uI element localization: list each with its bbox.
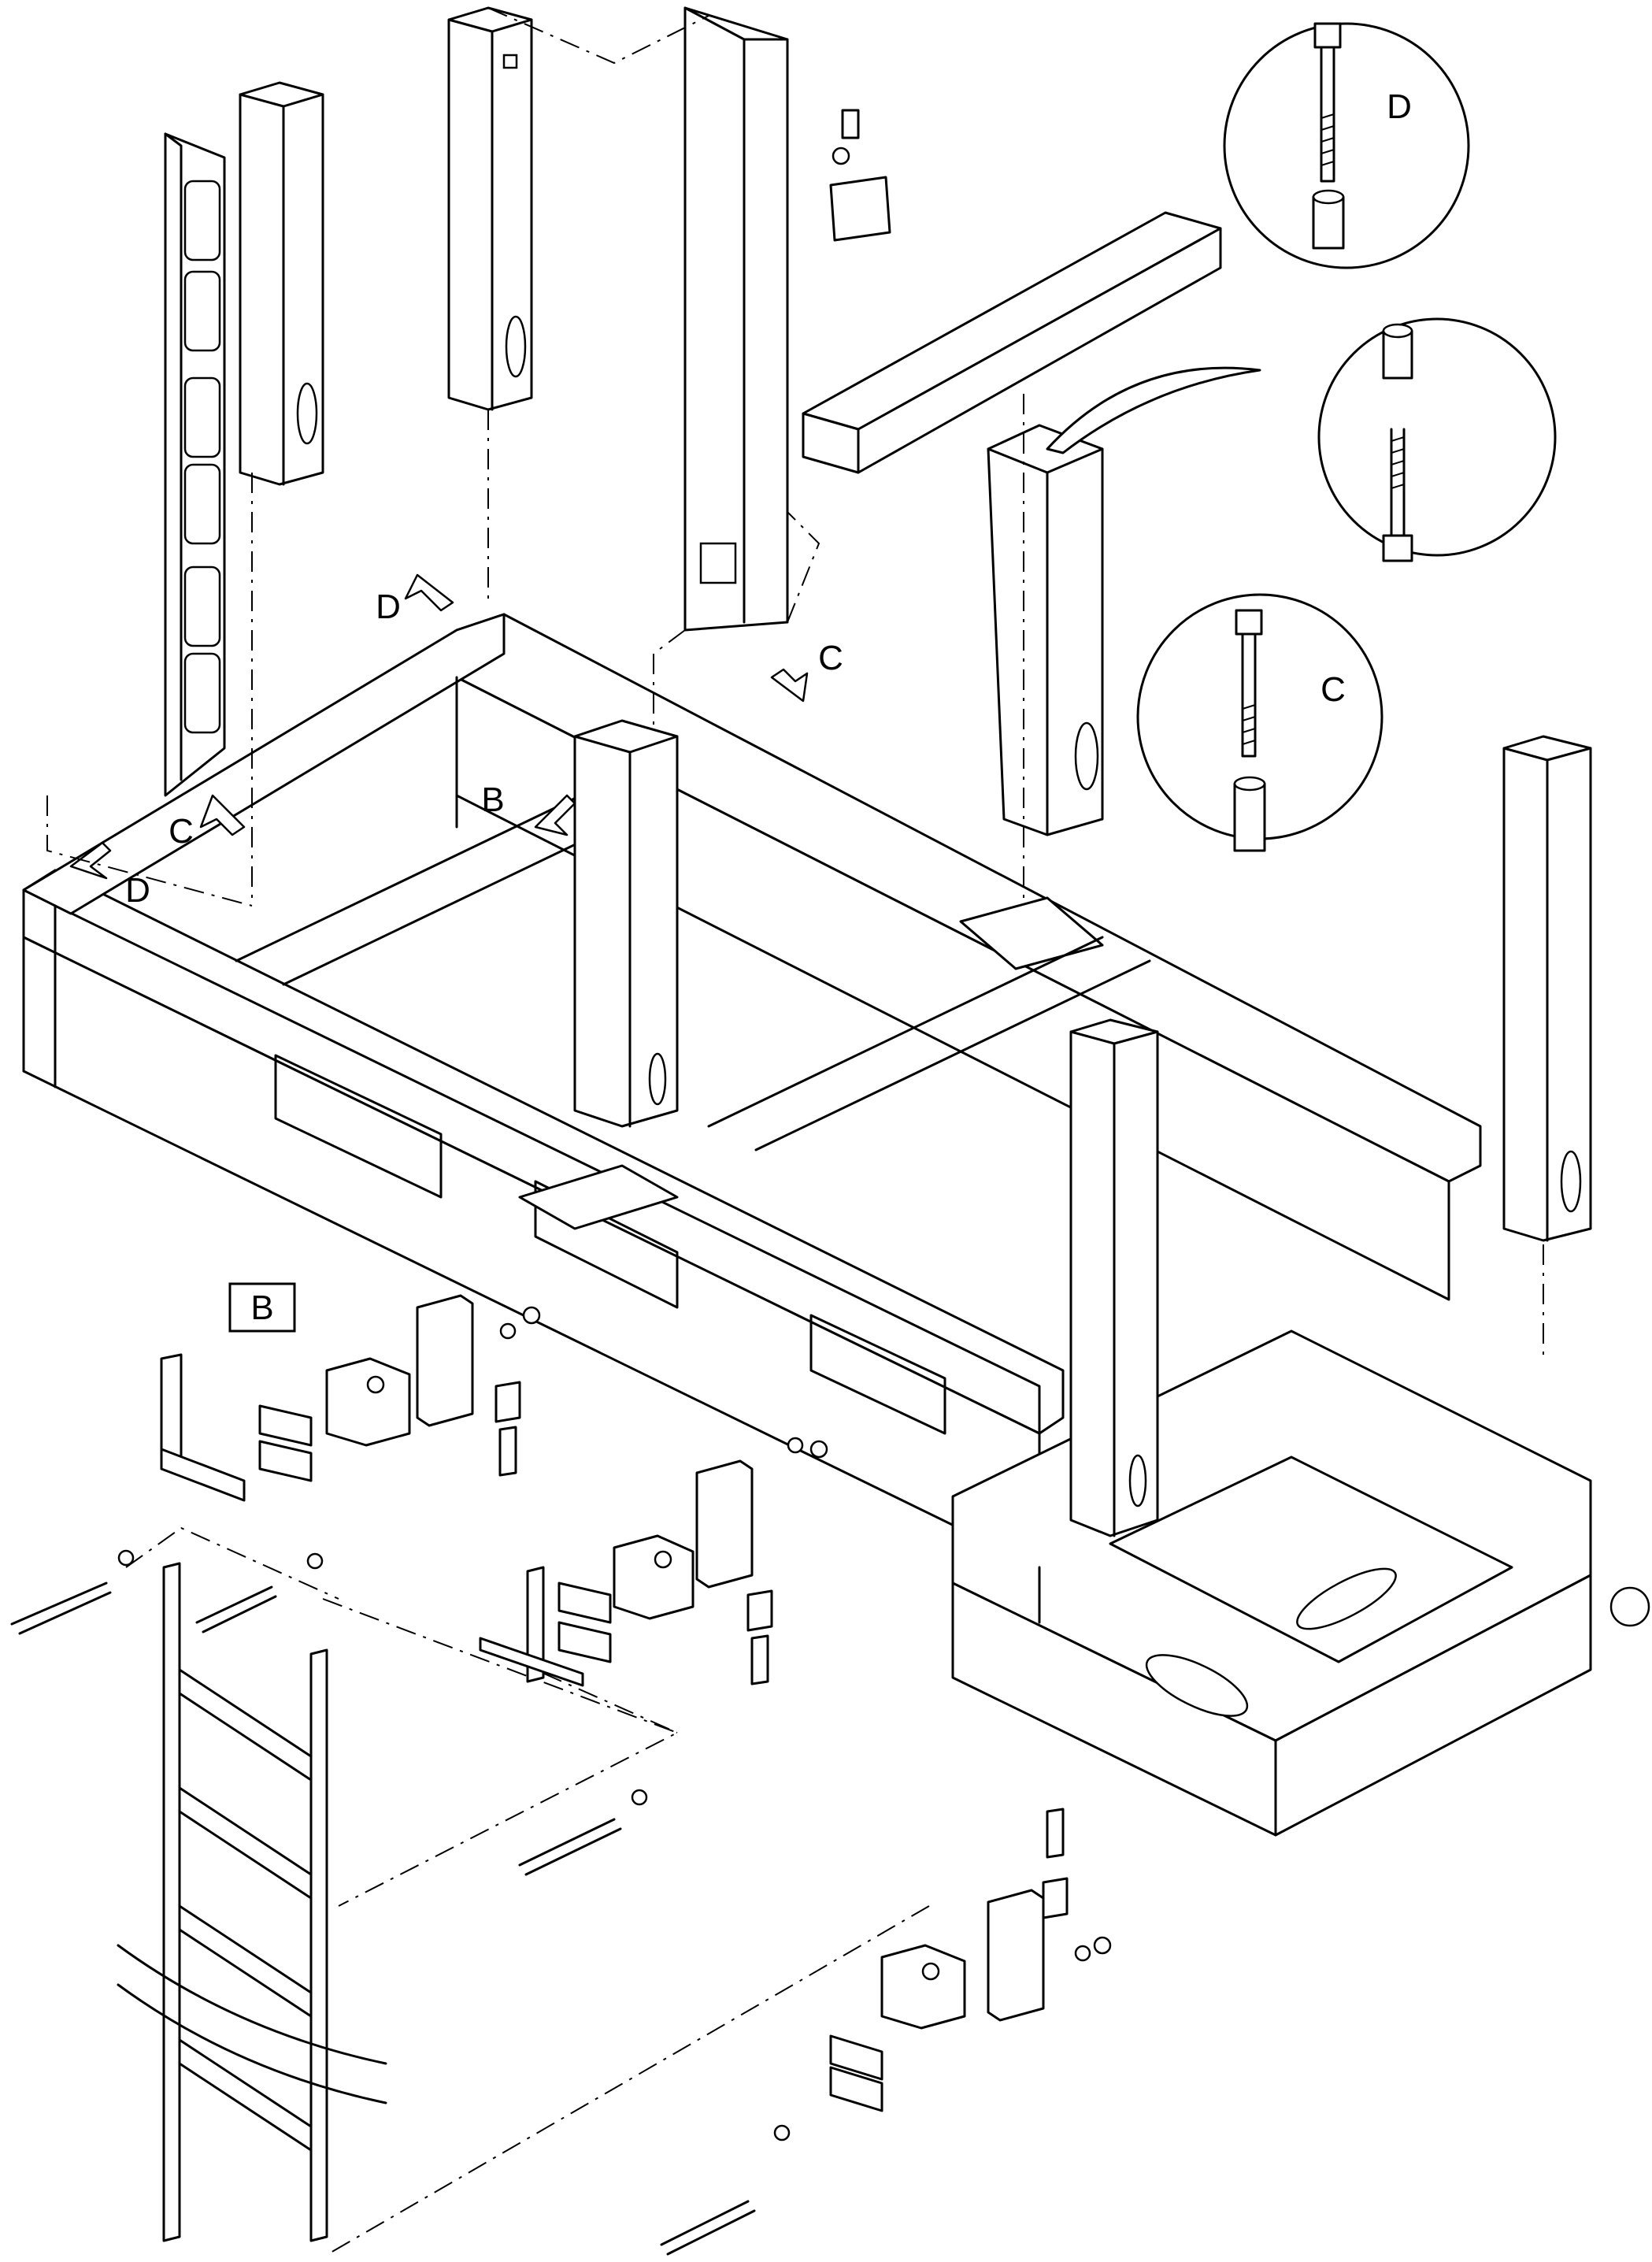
detail-c-circle <box>1136 593 1383 852</box>
clamp-bracket-set-3 <box>773 1808 1112 2141</box>
column-far-right <box>1502 735 1592 1242</box>
detail-unlabeled-circle <box>1317 317 1557 562</box>
ladder <box>117 1562 387 2242</box>
view-arrows <box>69 573 809 880</box>
detail-b-label-box: B <box>228 1282 296 1333</box>
long-bolts <box>10 1549 756 2256</box>
clamp-bracket-set-1 <box>258 1294 541 1482</box>
column-top-middle <box>447 6 533 411</box>
column-top-left <box>239 81 324 486</box>
panel-left-rib <box>164 132 226 797</box>
view-c-left-label: C <box>169 812 194 851</box>
detail-pointer-arc <box>1046 366 1261 454</box>
view-d-upper-label: D <box>376 588 401 626</box>
view-d-left-label: D <box>125 871 150 910</box>
clamp-bracket-set-2 <box>479 1437 828 1687</box>
cover-plate-hardware <box>829 109 891 242</box>
detail-c-label: C <box>1320 670 1346 709</box>
detail-d-label: D <box>1387 87 1412 126</box>
column-upper-right <box>987 424 1104 836</box>
main-frame <box>22 613 1650 1837</box>
frame-column-left <box>573 719 679 1128</box>
frame-column-right <box>1069 1018 1159 1537</box>
detail-d-circle <box>1223 22 1470 269</box>
detail-b-box-label: B <box>250 1289 273 1327</box>
crossbeam-top <box>802 211 1222 474</box>
view-b-label: B <box>481 781 504 819</box>
ladder-top-post <box>160 1353 246 1502</box>
panel-top-tapered <box>683 6 789 632</box>
view-c-top-label: C <box>818 639 843 677</box>
